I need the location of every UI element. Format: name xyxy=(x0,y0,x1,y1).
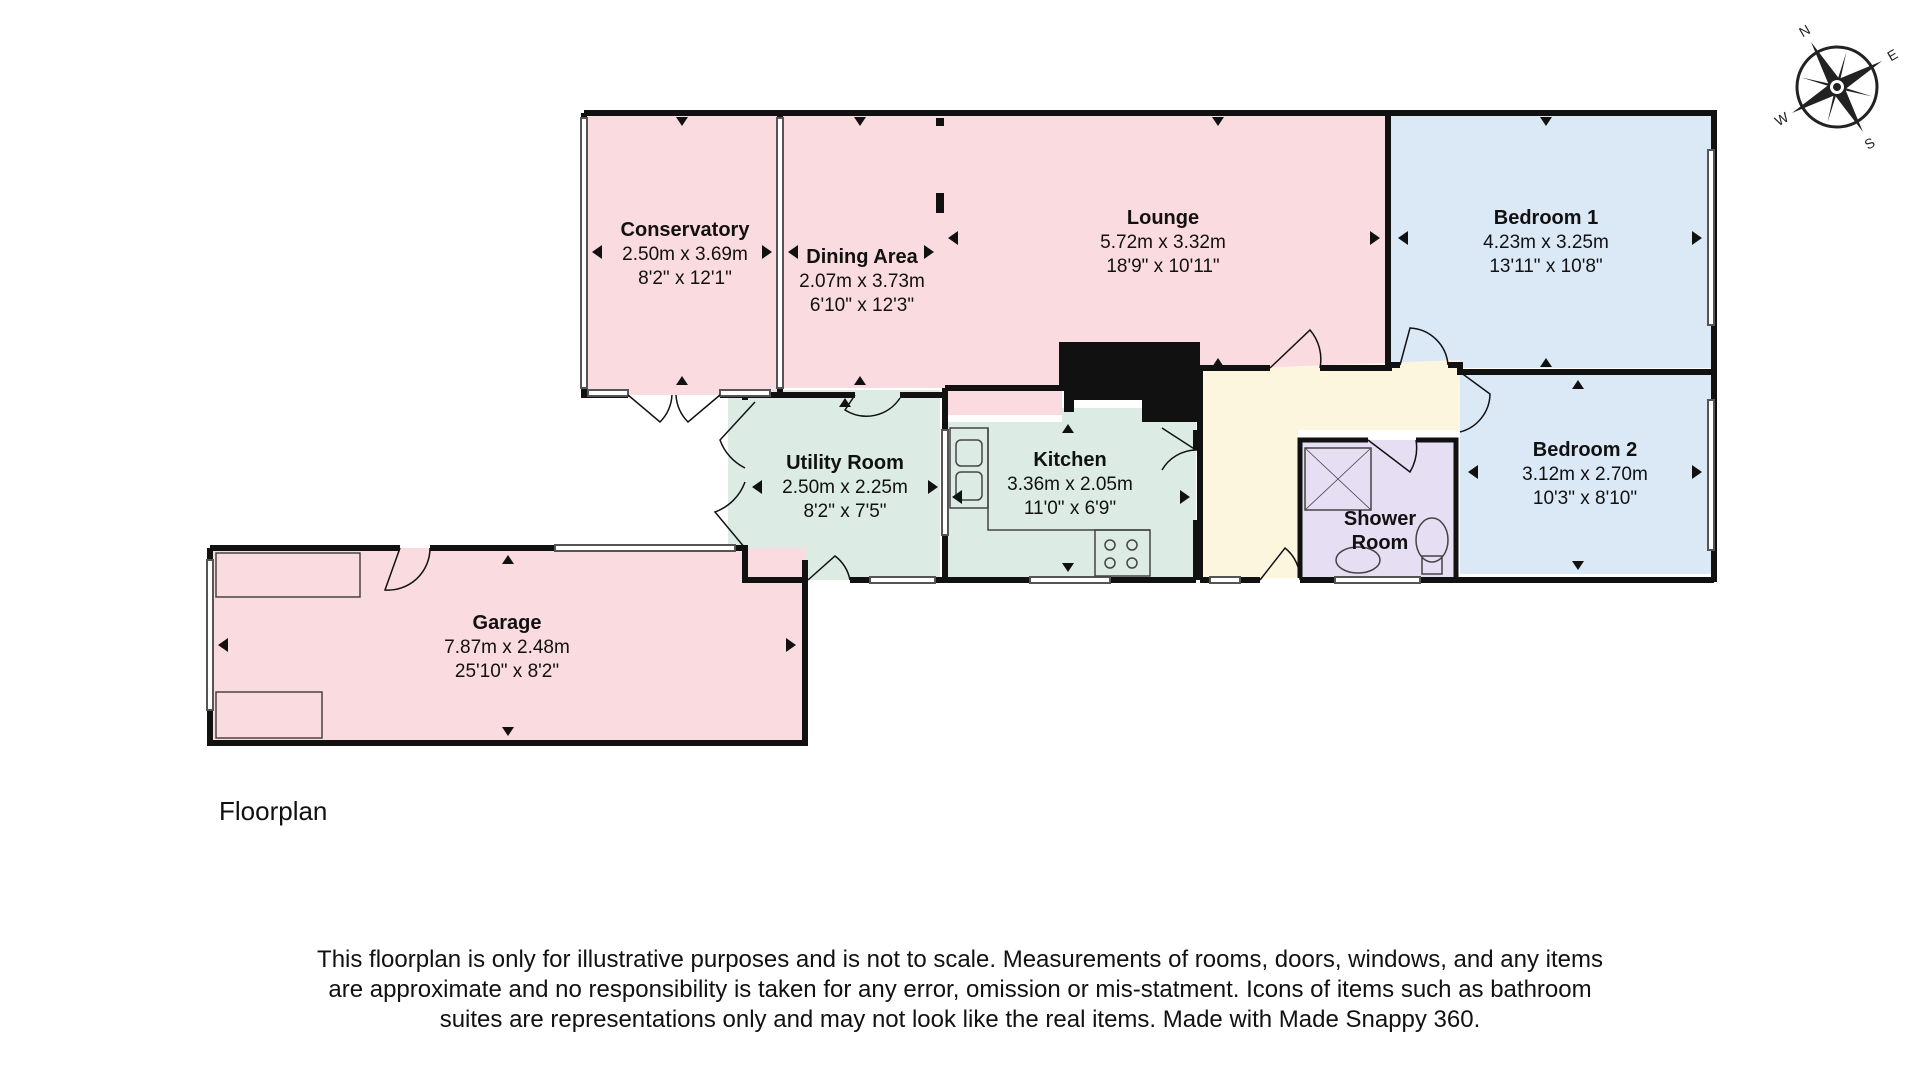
room-metric-bedroom2: 3.12m x 2.70m xyxy=(1522,464,1648,485)
kitchen-area xyxy=(945,408,1196,578)
room-name-shower-line1: Shower xyxy=(1344,508,1416,530)
room-metric-bedroom1: 4.23m x 3.25m xyxy=(1483,232,1609,253)
disclaimer-text: This floorplan is only for illustrative … xyxy=(317,946,1603,1033)
room-name-bedroom1: Bedroom 1 xyxy=(1494,207,1598,229)
pillar xyxy=(936,193,944,213)
utility-area xyxy=(728,390,940,580)
compass-s: S xyxy=(1861,134,1877,153)
room-imperial-bedroom2: 10'3" x 8'10" xyxy=(1533,488,1637,509)
room-metric-conservatory: 2.50m x 3.69m xyxy=(622,244,748,265)
shower-walls xyxy=(1297,437,1459,578)
room-name-conservatory: Conservatory xyxy=(621,219,751,241)
room-imperial-conservatory: 8'2" x 12'1" xyxy=(638,268,732,289)
bedroom1-area xyxy=(1392,113,1712,368)
room-name-lounge: Lounge xyxy=(1127,207,1199,229)
floorplan-title: Floorplan xyxy=(219,796,328,826)
pillar xyxy=(936,118,944,126)
windows xyxy=(206,117,1715,711)
room-imperial-lounge: 18'9" x 10'11" xyxy=(1106,256,1219,277)
compass-w: W xyxy=(1772,108,1792,129)
room-imperial-kitchen: 11'0" x 6'9" xyxy=(1024,498,1116,519)
lounge-dining-area xyxy=(780,113,1392,415)
dimension-arrows xyxy=(218,117,1702,736)
room-name-kitchen: Kitchen xyxy=(1033,449,1106,471)
hall-area xyxy=(1200,360,1460,578)
doors xyxy=(383,327,1491,591)
room-metric-kitchen: 3.36m x 2.05m xyxy=(1007,474,1133,495)
bedroom2-area xyxy=(1460,372,1712,574)
room-name-shower-line2: Room xyxy=(1352,532,1409,554)
compass-e: E xyxy=(1884,46,1900,65)
compass-n: N xyxy=(1796,21,1813,40)
room-imperial-garage: 25'10" x 8'2" xyxy=(455,661,559,682)
compass-rose-icon: N E S W xyxy=(1772,21,1901,153)
fixtures xyxy=(215,427,1449,739)
garage-area xyxy=(210,548,805,743)
chimney-block xyxy=(1064,342,1200,422)
room-name-utility: Utility Room xyxy=(786,452,904,474)
room-name-garage: Garage xyxy=(473,612,542,634)
room-imperial-dining: 6'10" x 12'3" xyxy=(810,295,914,316)
room-imperial-utility: 8'2" x 7'5" xyxy=(803,501,886,522)
room-imperial-bedroom1: 13'11" x 10'8" xyxy=(1489,256,1602,277)
room-metric-dining: 2.07m x 3.73m xyxy=(799,271,925,292)
conservatory-area xyxy=(584,113,780,395)
room-name-dining: Dining Area xyxy=(806,246,918,268)
room-metric-lounge: 5.72m x 3.32m xyxy=(1100,232,1226,253)
room-metric-garage: 7.87m x 2.48m xyxy=(444,637,570,658)
room-name-bedroom2: Bedroom 2 xyxy=(1533,439,1637,461)
room-metric-utility: 2.50m x 2.25m xyxy=(782,477,908,498)
